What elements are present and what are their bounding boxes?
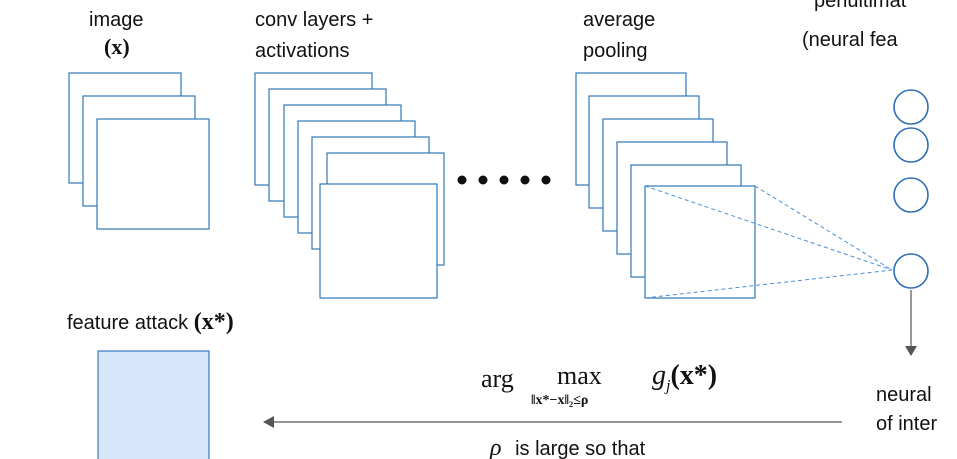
neuron-4 [893,253,929,289]
feature-attack-label: feature attack (x*) [67,309,234,335]
rho-text: is large so that [515,438,646,459]
rho-note: ρ is large so that [490,435,646,459]
neuron-column [893,89,929,289]
formula-arg: arg [481,364,514,393]
neural-label-line2: of inter [876,413,938,435]
image-math-label: (x) [104,34,130,59]
neuron-1 [893,89,929,125]
formula-g: gj(x*) [652,361,717,402]
conv-label-line1: conv layers + [255,9,374,31]
dot-4 [520,175,530,185]
dot-5 [541,175,551,185]
penultimate-label-line1: penultimat [814,0,907,12]
formula-x-star: (x*) [670,360,718,391]
feature-attack-text: feature attack [67,312,189,334]
conv-stack [254,72,445,299]
neural-label-line1: neural [876,384,932,406]
ellipsis-dots [457,175,551,185]
image-stack [68,72,210,230]
conv-frame-7 [319,183,438,299]
left-arrow [263,416,842,428]
neuron-2 [893,127,929,163]
formula-max: max [557,361,602,390]
neuron-3 [893,177,929,213]
penultimate-label-line2: (neural fea [802,29,898,51]
formula-g-symbol: g [652,360,666,391]
feature-attack-image [97,350,210,459]
conv-label-line2: activations [255,40,350,62]
pool-stack [575,72,756,299]
dot-2 [478,175,488,185]
rho-symbol: ρ [490,435,502,459]
formula-constraint: ‖x*−x‖₂≤ρ [531,393,589,408]
pool-label-line1: average [583,9,656,31]
pool-label-line2: pooling [583,40,648,62]
down-arrow [905,290,917,356]
feature-attack-math: (x*) [193,309,234,335]
image-frame-3 [96,118,210,230]
formula-j: j [666,377,671,395]
dot-3 [499,175,509,185]
image-label: image [89,9,144,31]
projection-lines [644,185,893,299]
pool-frame-6 [644,185,756,299]
dot-1 [457,175,467,185]
